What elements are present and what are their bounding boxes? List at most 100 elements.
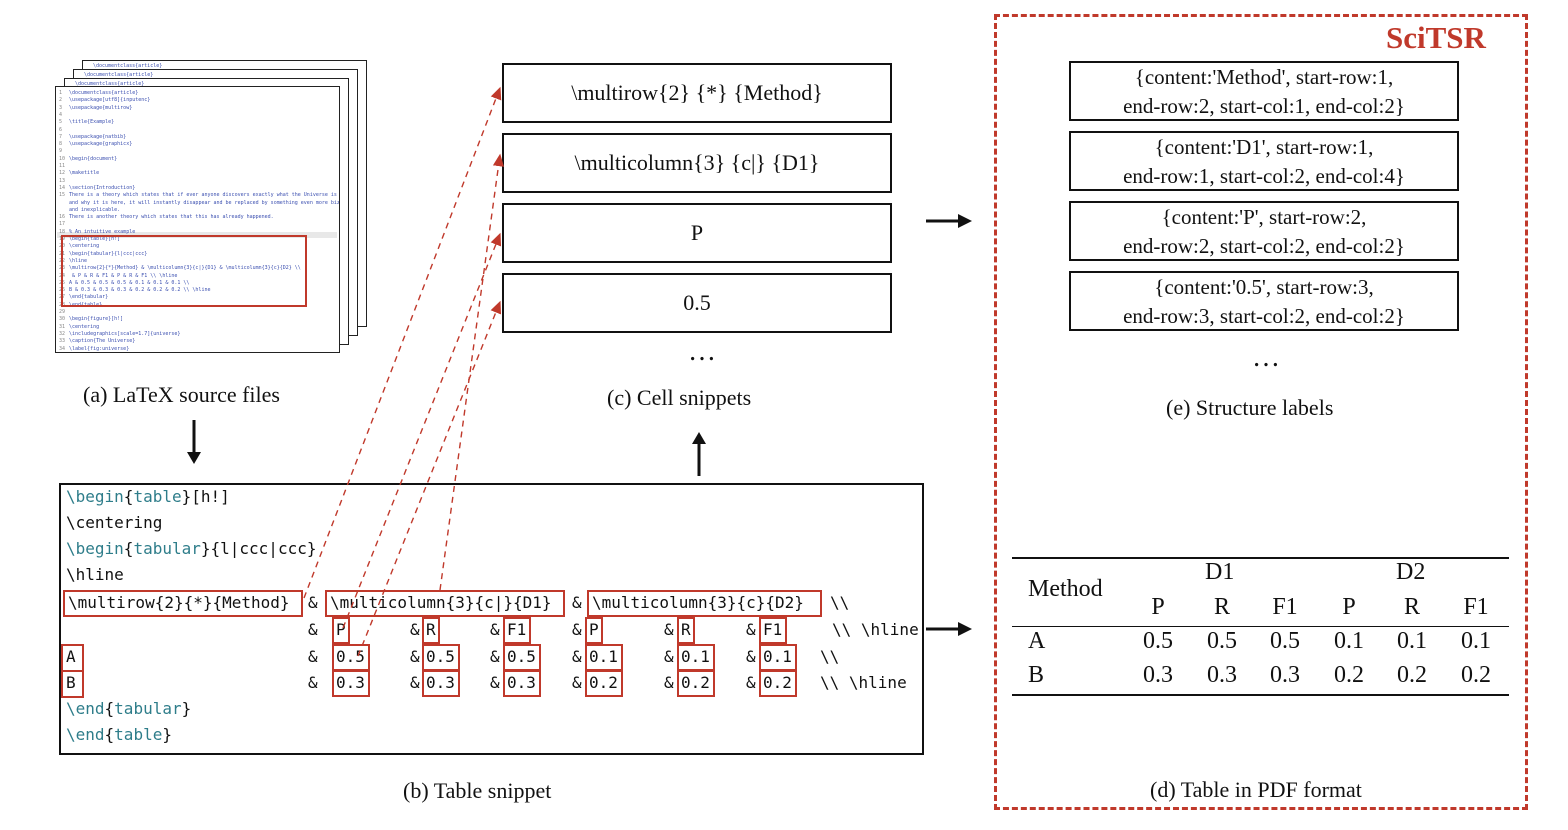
line-text: & P & R & F1 & P & R & F1 \\ \hline xyxy=(69,272,178,279)
code-cell-value: P xyxy=(336,620,346,639)
brace: { xyxy=(104,725,115,744)
line-number: 12 xyxy=(59,170,66,177)
brace: } xyxy=(181,699,192,718)
box-cell xyxy=(422,617,440,644)
code-cell-value: 0.2 xyxy=(589,673,618,692)
line-text: \includegraphics[scale=1.7]{universe} xyxy=(69,330,181,337)
code-cell-value: F1 xyxy=(507,620,527,639)
line-text: \usepackage{graphicx} xyxy=(69,141,133,148)
source-line: 33\caption{The Universe} xyxy=(59,338,135,344)
line-text: \begin{tabular}{l|ccc|ccc} xyxy=(69,250,148,257)
code-cell-value: 0.2 xyxy=(681,673,710,692)
pdf-header-d2: D2 xyxy=(1396,559,1426,585)
pdf-subheader: P xyxy=(1342,594,1356,620)
cell-snippet-05: 0.5 xyxy=(502,273,892,333)
cell-snippet-method: \multirow{2} {*} {Method} xyxy=(502,63,892,123)
line-text: There is another theory which states tha… xyxy=(69,214,274,221)
line-number: 31 xyxy=(59,323,66,330)
source-line: 4 xyxy=(59,112,69,118)
source-line: 14\section{Introduction} xyxy=(59,185,135,191)
pdf-cell: 0.3 xyxy=(1143,662,1173,688)
box-multicolumn-d1 xyxy=(325,590,565,617)
source-line: 12\maketitle xyxy=(59,170,99,176)
code-endrow: \\ xyxy=(820,647,840,666)
source-line: 29 xyxy=(59,309,69,315)
code-amp: & xyxy=(490,647,500,666)
table-snippet xyxy=(59,483,924,755)
code-cell-value: 0.3 xyxy=(426,673,455,692)
line-text: \caption{The Universe} xyxy=(69,338,136,345)
code-endrow: \\ xyxy=(830,593,850,612)
label-line-2: end-row:2, start-col:1, end-col:2} xyxy=(1123,94,1405,118)
pdf-cell: 0.2 xyxy=(1334,662,1364,688)
pdf-top-rule xyxy=(1012,557,1509,559)
code-amp: & xyxy=(410,620,420,639)
box-cell xyxy=(332,617,350,644)
code-endrow: \\ \hline xyxy=(820,673,907,692)
source-line: 32\includegraphics[scale=1.7]{universe} xyxy=(59,331,180,337)
source-line: 5\title{Example} xyxy=(59,119,114,125)
line-text: \centering xyxy=(69,243,100,250)
pdf-cell: 0.5 xyxy=(1270,628,1300,654)
caption-d: (d) Table in PDF format xyxy=(1150,777,1362,802)
scitsr-title: SciTSR xyxy=(1386,20,1486,55)
line-number: 3 xyxy=(59,104,63,111)
source-line: 10\begin{document} xyxy=(59,156,117,162)
code-cell-value: R xyxy=(681,620,691,639)
source-tab-1: \documentclass{article} xyxy=(75,81,145,87)
box-cell xyxy=(585,670,623,697)
line-text: \usepackage{natbib} xyxy=(69,133,127,140)
label-line-1: {content:'0.5', start-row:3, xyxy=(1154,275,1374,299)
line-text: \usepackage[utf8]{inputenc} xyxy=(69,97,151,104)
code-amp: & xyxy=(572,647,582,666)
line-text: B & 0.3 & 0.3 & 0.3 & 0.2 & 0.2 & 0.2 \\… xyxy=(69,287,211,294)
line-number: 17 xyxy=(59,221,66,228)
connector-d1 xyxy=(439,153,505,591)
line-text: There is a theory which states that if e… xyxy=(69,192,340,199)
code-cell-value: R xyxy=(426,620,436,639)
code-endrow: \\ \hline xyxy=(832,620,919,639)
code-text: }[h!] xyxy=(181,487,230,506)
line-number: 32 xyxy=(59,330,66,337)
line-text: A & 0.5 & 0.5 & 0.5 & 0.1 & 0.1 & 0.1 \\ xyxy=(69,279,190,286)
box-cell xyxy=(503,670,541,697)
code-line-10: \end{table} xyxy=(66,725,172,745)
line-number: 13 xyxy=(59,177,66,184)
caption-a: (a) LaTeX source files xyxy=(83,382,280,407)
caption-c: (c) Cell snippets xyxy=(607,385,752,410)
code-amp: & xyxy=(308,620,318,639)
kw-table: table xyxy=(133,487,182,506)
label-line-1: {content:'P', start-row:2, xyxy=(1161,205,1367,229)
pdf-mid-rule xyxy=(1012,626,1509,627)
arrow-a-to-b xyxy=(187,420,201,464)
kw-tabular: tabular xyxy=(114,699,182,718)
line-number: 34 xyxy=(59,345,66,352)
pdf-cell: 0.3 xyxy=(1270,662,1300,688)
line-text: \usepackage{multirow} xyxy=(69,104,133,111)
code-cell-value: 0.5 xyxy=(426,647,455,666)
code-cell-value: 0.3 xyxy=(336,673,365,692)
scitsr-frame xyxy=(994,14,1528,810)
line-text: \end{tabular} xyxy=(69,294,109,301)
brace: { xyxy=(123,487,134,506)
code-amp: & xyxy=(572,620,582,639)
code-cell-value: 0.2 xyxy=(763,673,792,692)
line-number: 7 xyxy=(59,133,63,140)
pdf-bottom-rule xyxy=(1012,694,1509,696)
code-text: }{l|ccc|ccc} xyxy=(200,539,317,558)
code-cell-value: P xyxy=(589,620,599,639)
code-cell-value: 0.5 xyxy=(336,647,365,666)
code-row-label: A xyxy=(66,647,76,666)
structure-label-05: {content:'0.5', start-row:3, end-row:3, … xyxy=(1069,271,1459,331)
pdf-subheader: F1 xyxy=(1463,594,1489,620)
code-multicolumn-d1: \multicolumn{3}{c|}{D1} xyxy=(330,593,552,612)
source-line: 9 xyxy=(59,148,69,154)
line-text: % An intuitive example xyxy=(69,228,136,235)
connector-p xyxy=(342,232,502,629)
caption-e: (e) Structure labels xyxy=(1166,395,1334,420)
box-cell xyxy=(759,617,787,644)
pdf-subheader: R xyxy=(1213,594,1231,620)
line-number: 6 xyxy=(59,126,63,133)
pdf-header-d1: D1 xyxy=(1205,559,1235,585)
